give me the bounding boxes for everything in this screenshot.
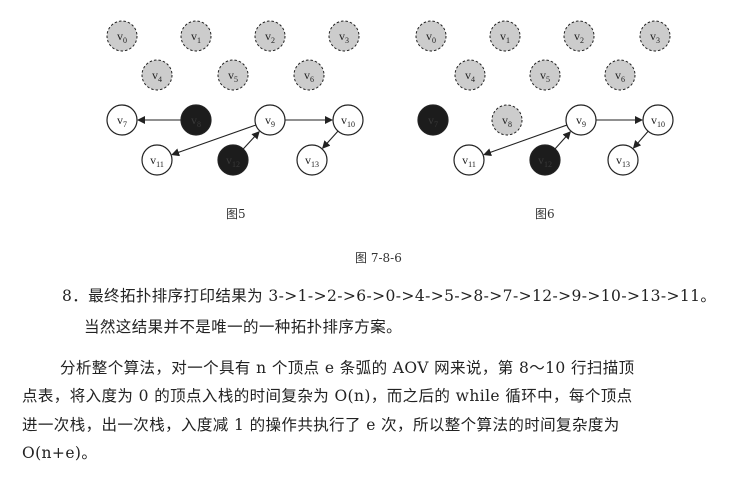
node-v8: v8: [491, 104, 523, 136]
node-v2: v2: [563, 20, 595, 52]
node-label-v9: v9: [265, 113, 275, 129]
node-label-v10: v10: [651, 113, 665, 129]
step-8-line-2: 当然这结果并不是唯一的一种拓扑排序方案。: [84, 318, 403, 336]
node-label-v3: v3: [339, 29, 349, 45]
node-label-v13: v13: [305, 153, 319, 169]
node-label-v2: v2: [574, 29, 584, 45]
node-v6: v6: [604, 59, 636, 91]
node-v13: v13: [296, 144, 328, 176]
node-label-v8: v8: [502, 113, 512, 129]
subfigure-6-caption: 图6: [535, 207, 555, 221]
node-label-v0: v0: [426, 29, 436, 45]
node-v10: v10: [642, 104, 674, 136]
node-v2: v2: [254, 20, 286, 52]
node-label-v6: v6: [304, 68, 314, 84]
analysis-line-4: O(n+e)。: [22, 444, 98, 462]
node-label-v13: v13: [616, 153, 630, 169]
node-label-v8: v8: [191, 113, 201, 129]
node-label-v11: v11: [150, 153, 164, 169]
node-label-v7: v7: [428, 113, 438, 129]
node-label-v4: v4: [152, 68, 162, 84]
node-v3: v3: [328, 20, 360, 52]
node-label-v3: v3: [650, 29, 660, 45]
edge-v10-v13: [632, 130, 649, 149]
node-label-v10: v10: [341, 113, 355, 129]
node-v11: v11: [453, 144, 485, 176]
node-label-v1: v1: [500, 29, 510, 45]
step-8-line-1: 8．最终拓扑排序打印结果为 3->1->2->6->0->4->5->8->7-…: [62, 287, 717, 305]
analysis-line-1: 分析整个算法，对一个具有 n 个顶点 e 条弧的 AOV 网来说，第 8～10 …: [60, 359, 635, 377]
node-label-v11: v11: [462, 153, 476, 169]
node-v0: v0: [106, 20, 138, 52]
node-label-v9: v9: [576, 113, 586, 129]
edge-v12-v9: [242, 131, 260, 150]
node-v1: v1: [180, 20, 212, 52]
node-v13: v13: [607, 144, 639, 176]
subfigure-5-caption: 图5: [226, 207, 246, 221]
node-v0: v0: [415, 20, 447, 52]
node-label-v12: v12: [226, 153, 240, 169]
node-v8: v8: [180, 104, 212, 136]
node-label-v7: v7: [117, 113, 127, 129]
node-v9: v9: [254, 104, 286, 136]
node-label-v2: v2: [265, 29, 275, 45]
node-label-v0: v0: [117, 29, 127, 45]
subfigure-6: v0 v1 v2 v3 v4 v5 v6 v7 v8 v9 v10 v11 v12 v13: [415, 20, 674, 176]
node-label-v5: v5: [228, 68, 238, 84]
analysis-line-3: 进一次栈，出一次栈，入度减 1 的操作共执行了 e 次，所以整个算法的时间复杂度…: [22, 416, 620, 434]
node-v11: v11: [141, 144, 173, 176]
node-v5: v5: [217, 59, 249, 91]
node-v9: v9: [565, 104, 597, 136]
node-label-v5: v5: [540, 68, 550, 84]
edge-v10-v13: [322, 130, 339, 149]
figure-caption: 图 7-8-6: [355, 251, 402, 265]
node-v5: v5: [529, 59, 561, 91]
node-v7: v7: [417, 104, 449, 136]
node-label-v1: v1: [191, 29, 201, 45]
node-v4: v4: [141, 59, 173, 91]
node-v7: v7: [106, 104, 138, 136]
subfigure-5: v0 v1 v2 v3 v4 v5 v6 v7 v8 v9 v10 v11 v12 v13: [106, 20, 364, 176]
node-v4: v4: [454, 59, 486, 91]
edge-v9-v11: [171, 124, 257, 157]
node-v12: v12: [217, 144, 249, 176]
node-label-v4: v4: [465, 68, 475, 84]
node-v6: v6: [293, 59, 325, 91]
edge-v12-v9: [554, 131, 571, 150]
node-label-v6: v6: [615, 68, 625, 84]
node-v12: v12: [529, 144, 561, 176]
node-v3: v3: [639, 20, 671, 52]
analysis-line-2: 点表，将入度为 0 的顶点入栈的时间复杂为 O(n)，而之后的 while 循环…: [22, 387, 633, 405]
edge-v9-v11: [483, 124, 568, 157]
node-label-v12: v12: [538, 153, 552, 169]
node-v1: v1: [489, 20, 521, 52]
node-v10: v10: [332, 104, 364, 136]
